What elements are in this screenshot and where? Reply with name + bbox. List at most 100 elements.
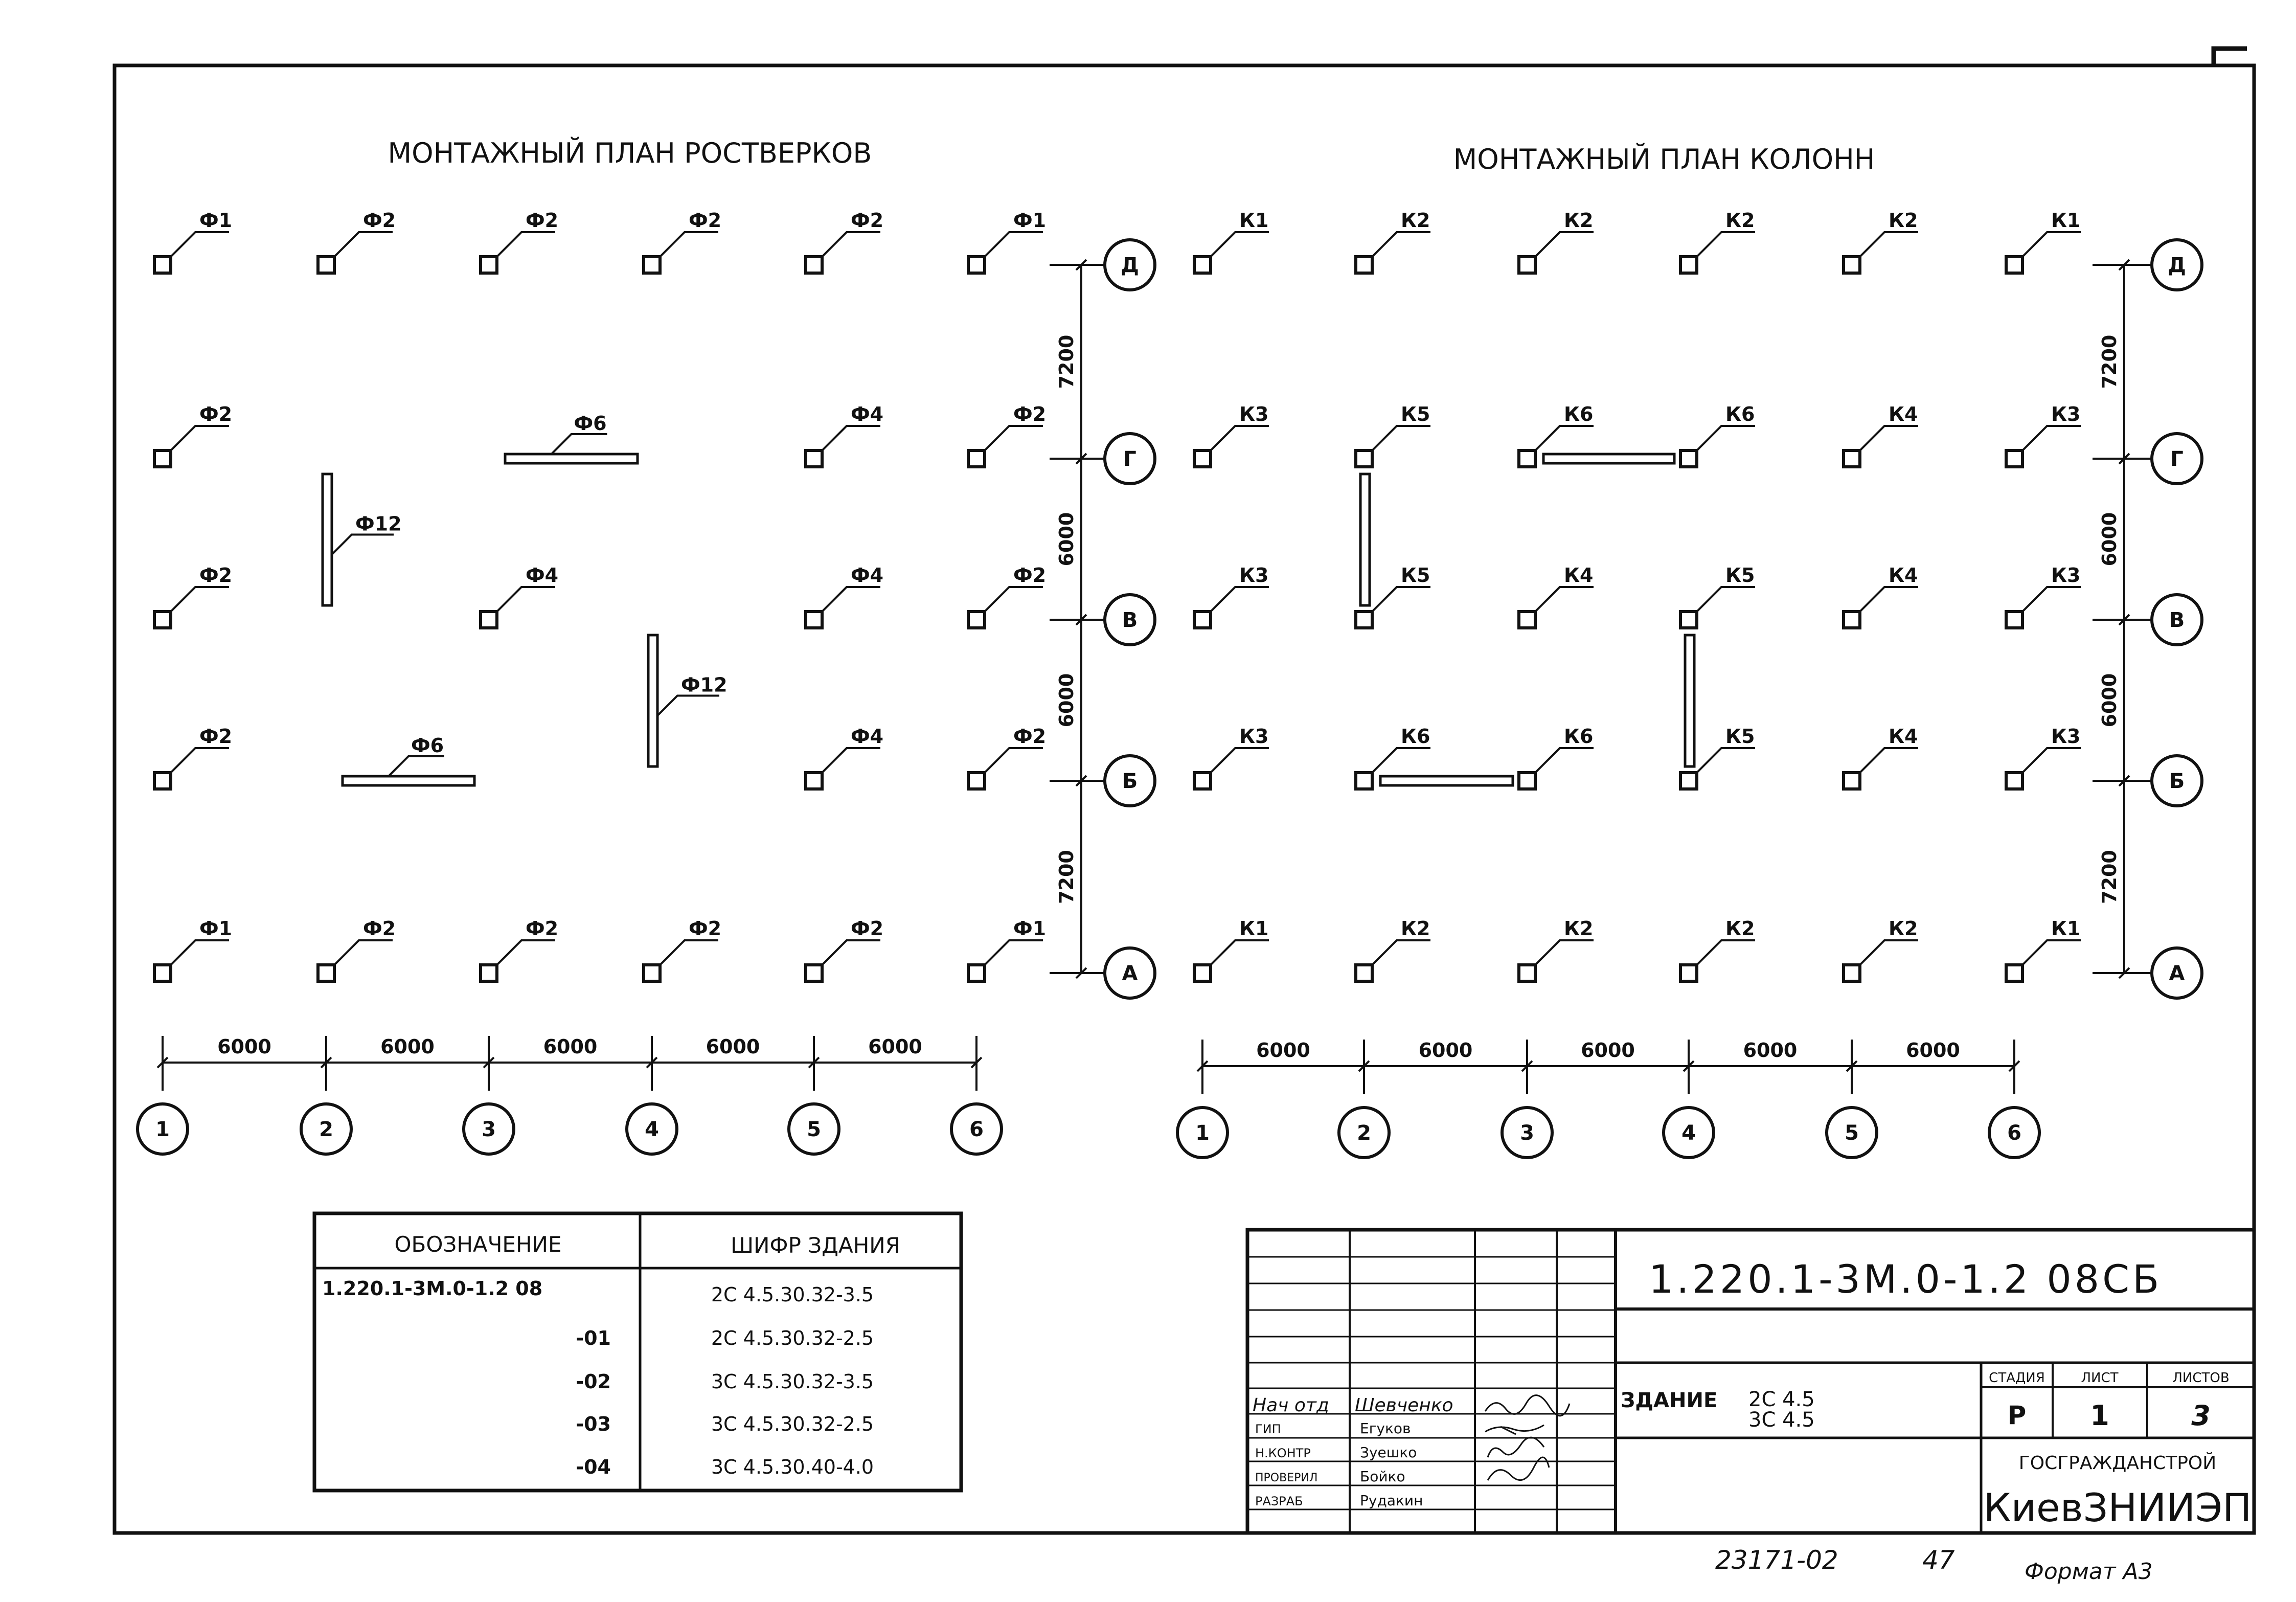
leader-line [1695,425,1755,453]
axis-bubble [300,1102,353,1156]
column-label: К6 [1564,725,1594,748]
stage-value: Р [2008,1401,2027,1430]
pile-cap-label: Ф2 [1013,725,1046,748]
leader-line [1858,586,1918,614]
pile-cap-mark [316,963,336,983]
leader-line [169,425,229,453]
dimension-tick [1683,1060,1695,1072]
column-label: К5 [1725,564,1755,586]
leader-line [1533,425,1594,453]
pile-cap-label: Ф4 [526,564,558,586]
dimension-tick [1358,1060,1370,1072]
dimension-value: 6000 [1743,1039,1798,1062]
column-label: К6 [1564,403,1594,425]
column-mark [1354,963,1374,983]
axis-bubble [2150,593,2203,646]
axis-bubble [136,1102,189,1156]
dimension-tick [483,1056,495,1069]
staff-name: Егуков [1360,1420,1411,1437]
spec-row-designation: -02 [576,1370,611,1393]
title-block: 1.220.1-3М.0-1.2 08СБ ЗДАНИЕ 2С 4.5 3С 4… [1245,1228,2256,1535]
leader-line [2020,425,2081,453]
column-mark [1517,963,1537,983]
staff-role: РАЗРАБ [1255,1494,1303,1508]
pile-cap-label: Ф2 [851,209,883,232]
wall-panel [1379,775,1514,787]
strip-footing [341,775,476,787]
staff-role: Нач отд [1253,1395,1329,1416]
axis-label: 3 [482,1118,496,1141]
dimension-tick [970,1056,983,1069]
dimension-value: 6000 [380,1035,435,1058]
dimension-tick [320,1056,332,1069]
dimension-tick [1075,775,1087,787]
leader-line [2020,586,2081,614]
pile-cap-mark [153,610,172,629]
pile-cap-label: Ф2 [199,725,232,748]
dimension-tick [1521,1060,1533,1072]
sheet-value: 1 [2090,1400,2109,1432]
axis-bubble [1103,754,1156,807]
axis-label: 5 [1845,1121,1859,1145]
axis-label: Б [1122,770,1138,793]
leader-line [169,939,229,967]
column-mark [1679,610,1698,629]
building-value: 3С 4.5 [1748,1408,1815,1432]
leader-line [1858,231,1918,259]
pile-cap-label: Ф2 [199,564,232,586]
axis-label: 5 [807,1118,821,1141]
spec-row-designation: -03 [576,1413,611,1435]
signature [1487,1456,1550,1481]
axis-label: 4 [645,1118,659,1141]
leader-line [1695,747,1755,775]
pile-cap-mark [479,610,498,629]
page-number: 47 [1922,1545,1955,1575]
leader-line [1370,939,1430,967]
spec-row-code: 3С 4.5.30.32-2.5 [711,1413,874,1435]
dimension-value: 6000 [1906,1039,1960,1062]
leader-line [1533,939,1594,967]
column-mark [1193,963,1212,983]
leader-line [1533,231,1594,259]
pile-cap-label: Ф1 [199,917,232,940]
column-label: К1 [2051,917,2081,940]
axis-bubble [625,1102,678,1156]
column-label: К2 [1401,209,1430,232]
leader-line [169,586,229,614]
dimension-tick [646,1056,658,1069]
column-mark [1517,771,1537,791]
column-mark [1354,771,1374,791]
axis-bubble [1103,238,1156,291]
leader-line [1858,747,1918,775]
axis-bubble [1176,1106,1229,1159]
staff-name: Бойко [1360,1468,1405,1485]
dimension-value: 6000 [1055,512,1078,567]
org-bottom: КиевЗНИИЭП [1984,1485,2252,1530]
leader-line [1209,939,1269,967]
column-label: К2 [1725,917,1755,940]
pile-cap-label: Ф1 [1013,209,1046,232]
stage-header: СТАДИЯ [1989,1370,2045,1386]
pile-cap-mark [967,255,986,275]
staff-role: ПРОВЕРИЛ [1255,1472,1317,1484]
axis-label: Г [2170,447,2184,471]
axis-label: В [1122,608,1138,632]
leader-line [2020,747,2081,775]
staff-name: Зуешко [1360,1444,1417,1461]
dimension-tick [1075,453,1087,465]
column-mark [1842,771,1861,791]
column-label: К1 [1239,917,1269,940]
column-label: К2 [1564,917,1594,940]
dimension-tick [1846,1060,1858,1072]
axis-bubble [950,1102,1003,1156]
paper-format: Формат А3 [2025,1559,2153,1585]
signature [1485,1424,1544,1435]
column-label: К5 [1401,564,1430,586]
dimension-value: 6000 [1256,1039,1310,1062]
axis-bubble [2150,432,2203,485]
strip-footing [647,634,659,768]
leader-line [820,586,880,614]
leader-line [656,694,719,717]
axis-bubble [2150,754,2203,807]
column-label: К3 [1239,564,1269,586]
